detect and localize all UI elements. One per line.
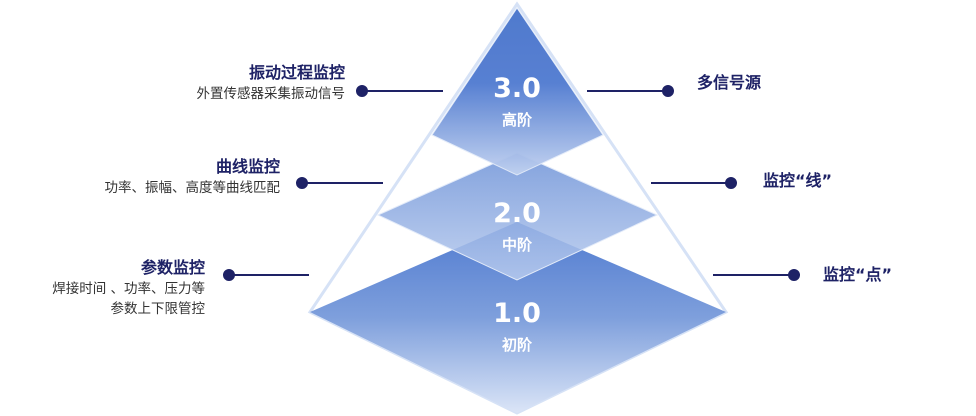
label-title: 多信号源 bbox=[697, 73, 762, 92]
connector-dot bbox=[356, 85, 368, 97]
right-label-1: 多信号源 bbox=[697, 72, 761, 94]
label-desc: 参数上下限管控 bbox=[110, 301, 206, 317]
left-label-1: 振动过程监控外置传感器采集振动信号 bbox=[197, 62, 346, 104]
connector-dot bbox=[662, 85, 674, 97]
level-1-label: 1.0 初阶 bbox=[457, 298, 577, 356]
label-desc: 焊接时间 、功率、压力等 bbox=[52, 281, 205, 297]
connector-dot bbox=[725, 177, 737, 189]
connector-dot bbox=[296, 177, 308, 189]
connector-dot bbox=[223, 269, 235, 281]
connector-dot bbox=[788, 269, 800, 281]
level-3-top bbox=[431, 7, 604, 176]
label-title: 监控“线” bbox=[763, 171, 833, 190]
right-label-2: 监控“线” bbox=[763, 170, 832, 192]
label-title: 监控“点” bbox=[823, 265, 893, 284]
level-number: 1.0 bbox=[493, 298, 541, 329]
label-title: 参数监控 bbox=[140, 258, 205, 277]
level-1-diamond bbox=[310, 222, 726, 413]
level-number: 3.0 bbox=[493, 73, 541, 104]
level-name: 中阶 bbox=[501, 236, 532, 254]
level-2-diamond bbox=[376, 152, 659, 281]
level-2-label: 2.0 中阶 bbox=[457, 198, 577, 256]
level-name: 高阶 bbox=[501, 111, 532, 129]
level-name: 初阶 bbox=[501, 336, 532, 354]
level-number: 2.0 bbox=[493, 198, 541, 229]
label-title: 振动过程监控 bbox=[248, 63, 345, 82]
left-label-2: 曲线监控功率、振幅、高度等曲线匹配 bbox=[105, 156, 281, 198]
label-desc: 外置传感器采集振动信号 bbox=[196, 86, 346, 102]
left-label-3: 参数监控焊接时间 、功率、压力等参数上下限管控 bbox=[52, 257, 205, 319]
label-title: 曲线监控 bbox=[215, 157, 280, 176]
level-3-label: 3.0 高阶 bbox=[457, 73, 577, 131]
label-desc: 功率、振幅、高度等曲线匹配 bbox=[104, 180, 281, 196]
right-label-3: 监控“点” bbox=[823, 264, 892, 286]
